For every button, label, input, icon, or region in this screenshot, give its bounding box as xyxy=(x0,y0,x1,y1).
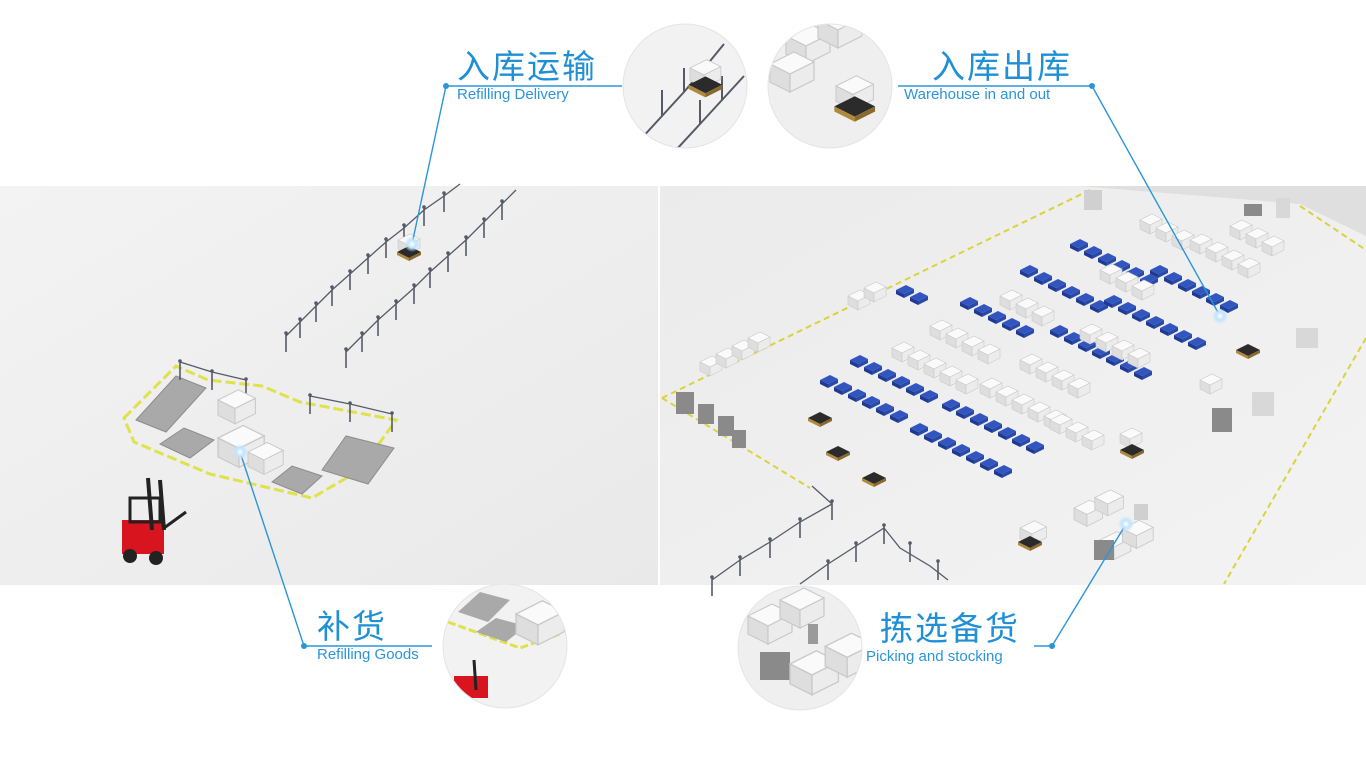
barrier-rail-icon xyxy=(709,485,949,597)
right-scene-panel xyxy=(660,186,1366,597)
callout-title-zh: 入库运输 xyxy=(457,47,597,86)
callout-title-en: Refilling Delivery xyxy=(457,86,569,103)
callout-title-en: Refilling Goods xyxy=(317,646,419,663)
detail-circle-refilling-delivery xyxy=(623,24,747,148)
left-scene-panel xyxy=(0,183,658,585)
callout-title-zh: 拣选备货 xyxy=(880,609,1020,648)
callout-warehouse-in-out: 入库出库 Warehouse in and out xyxy=(904,48,1072,104)
callout-title-zh: 入库出库 xyxy=(932,47,1072,86)
forklift-icon xyxy=(122,477,187,565)
hotspot-glows xyxy=(232,236,1228,532)
callout-refilling-goods: 补货 Refilling Goods xyxy=(317,608,419,664)
callout-title-zh: 补货 xyxy=(317,607,387,646)
callout-title-en: Warehouse in and out xyxy=(904,86,1051,103)
refill-zone xyxy=(122,358,399,500)
detail-circle-refilling-goods xyxy=(443,584,567,708)
detail-circle-warehouse-in-out xyxy=(768,24,892,148)
callout-picking-stocking: 拣选备货 Picking and stocking xyxy=(866,610,1020,666)
callout-title-en: Picking and stocking xyxy=(866,648,1003,665)
detail-circle-picking-stocking xyxy=(738,586,862,710)
robot-arm-icon xyxy=(676,190,1318,560)
callout-refilling-delivery: 入库运输 Refilling Delivery xyxy=(457,48,597,104)
